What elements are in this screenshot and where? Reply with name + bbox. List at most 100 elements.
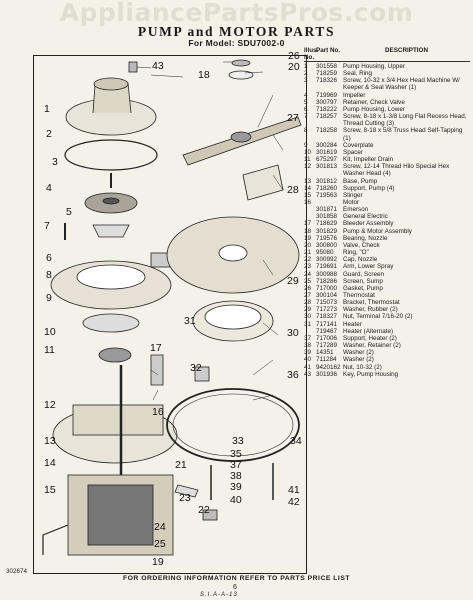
spray-arm-hub [230, 131, 252, 143]
slinger [98, 347, 132, 363]
row-description: Key, Pump Housing [343, 370, 399, 378]
row-description: Washer (2) [343, 356, 374, 364]
callout-33: 33 [232, 435, 244, 447]
heater-element [166, 388, 300, 462]
row-part-no: 300800 [316, 241, 338, 249]
row-description: Gasket, Pump [343, 284, 383, 292]
row-description: Screw, 10-32 x 3/4 Hex Head Machine W/ K… [343, 77, 460, 92]
row-illus-no: 28 [304, 299, 312, 307]
callout-11: 11 [44, 344, 55, 356]
row-illus-no: 24 [304, 270, 312, 278]
row-part-no: 301936 [316, 370, 338, 378]
row-description: Motor [343, 198, 360, 206]
row-illus-no: 39 [304, 349, 312, 357]
table-row: 24 300988 Guard, Screen [304, 271, 470, 278]
callout-30: 30 [287, 327, 299, 339]
row-part-no: 718257 [316, 113, 338, 121]
callout-17: 17 [150, 342, 162, 354]
thermostat-bracket [242, 164, 284, 201]
page-number: 6 [233, 584, 237, 591]
row-illus-no: 22 [304, 256, 312, 264]
row-description: Base, Pump [343, 177, 378, 185]
row-illus-no: 20 [304, 241, 312, 249]
row-part-no: 719691 [316, 263, 338, 271]
signature-mark: S.I.A-A-13 [200, 592, 238, 598]
callout-9: 9 [46, 292, 52, 304]
row-part-no: 95080 [316, 249, 334, 257]
row-illus-no [304, 213, 316, 220]
row-description: Support, Heater (2) [343, 334, 397, 342]
row-illus-no: 9 [304, 141, 308, 149]
row-part-no: 300988 [316, 270, 338, 278]
row-part-no: 301558 [316, 63, 338, 70]
impeller-hub [102, 197, 120, 205]
row-part-no [316, 199, 343, 206]
callout-24: 24 [154, 521, 166, 533]
callout-40: 40 [230, 494, 242, 506]
ordering-info-footer: FOR ORDERING INFORMATION REFER TO PARTS … [122, 575, 351, 582]
row-description: Heater [343, 320, 362, 328]
row-illus-no: 29 [304, 306, 312, 314]
pump-housing-top-ring [93, 77, 129, 91]
callout-5: 5 [66, 206, 72, 218]
row-illus-no: 31 [304, 320, 312, 328]
callout-20: 20 [288, 61, 300, 73]
row-illus-no: 12 [304, 163, 312, 171]
row-description: Washer (2) [343, 349, 374, 357]
callout-38: 38 [230, 470, 242, 482]
row-illus-no: 3 [304, 77, 308, 85]
row-illus-no: 14 [304, 184, 312, 192]
row-part-no: 719467 [316, 327, 338, 335]
row-illus-no [304, 206, 316, 213]
row-illus-no: 43 [304, 370, 312, 378]
row-part-no: 719563 [316, 191, 338, 199]
row-illus-no: 2 [304, 70, 308, 78]
row-description: Thermostat [343, 292, 375, 299]
row-illus-no: 16 [304, 198, 312, 206]
callout-13: 13 [44, 435, 56, 447]
callout-6: 6 [46, 252, 52, 264]
callout-8: 8 [46, 269, 52, 281]
row-illus-no: 40 [304, 356, 312, 364]
row-part-no: 717141 [316, 320, 338, 328]
watermark: AppliancePartsPros.com [59, 0, 414, 27]
row-part-no: 719576 [316, 234, 338, 242]
row-part-no: 300104 [316, 292, 338, 299]
check-valve [228, 70, 254, 80]
row-illus-no: 6 [304, 105, 308, 113]
row-part-no: 301871 [316, 206, 338, 214]
page-title: PUMP and MOTOR PARTS [137, 24, 336, 39]
callout-29: 29 [287, 275, 299, 287]
row-part-no: 718327 [316, 313, 338, 321]
row-part-no: 14351 [316, 349, 334, 357]
row-illus-no: 19 [304, 234, 312, 242]
callout-28: 28 [287, 184, 299, 196]
exploded-parts-diagram [42, 59, 302, 556]
row-illus-no: 18 [304, 227, 312, 235]
row-description: Washer, Rubber (2) [343, 306, 398, 314]
row-description: Guard, Screen [343, 270, 384, 278]
document-number: 302674 [6, 568, 28, 575]
row-part-no: 717000 [316, 284, 338, 292]
row-description: Pump & Motor Assembly [343, 227, 412, 235]
leader-lines [136, 61, 284, 401]
row-description: Bracket, Thermostat [343, 299, 400, 307]
row-illus-no: 5 [304, 98, 308, 106]
callout-41: 41 [288, 484, 300, 496]
motor-winding [87, 484, 154, 546]
